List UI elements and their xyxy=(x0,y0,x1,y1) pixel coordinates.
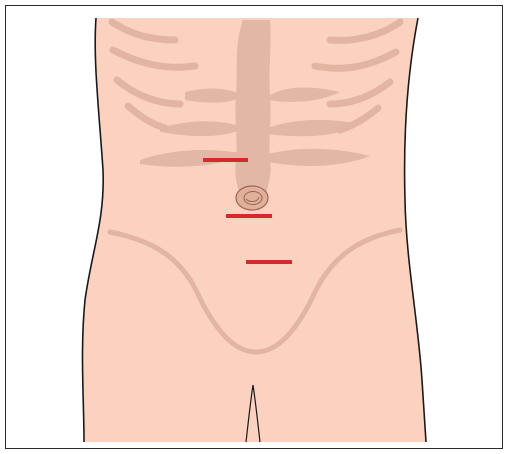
umbilicus xyxy=(236,186,268,210)
umbilicus-outer xyxy=(236,186,268,210)
sternum-shape xyxy=(235,20,270,195)
